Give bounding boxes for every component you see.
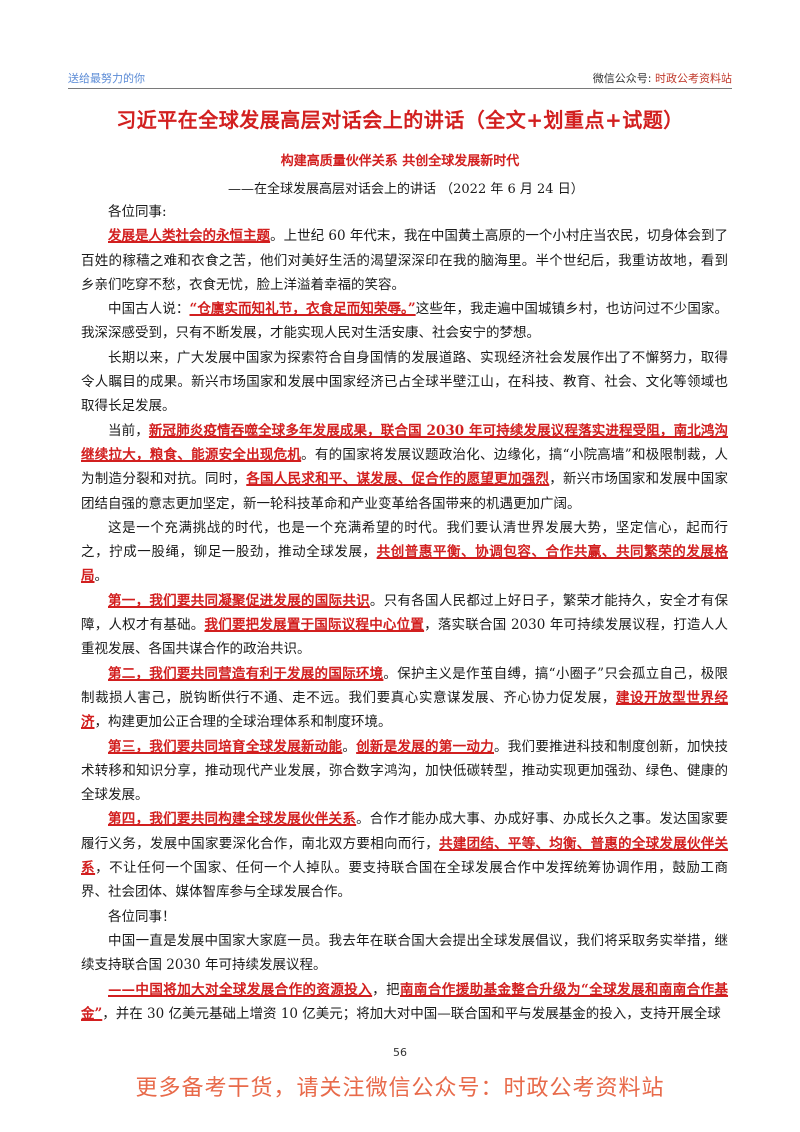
paragraph-text: ，落实联合国 2030 年可持续发展议程，打造人人重视发展、各国共谋合作的政治共… [81, 617, 728, 658]
key-point: 建设开放型世界经济 [81, 689, 729, 731]
page-number: 56 [393, 1046, 407, 1059]
page-header: 送给最努力的你 微信公众号: 时政公考资料站 [68, 70, 732, 89]
paragraph-text: 这是一个充满挑战的时代，也是一个充满希望的时代。我们要认清世界发展大势，坚定信心… [81, 519, 728, 561]
paragraph-2: 中国古人说：“仓廪实而知礼节，衣食足而知荣辱。”这些年，我走遍中国城镇乡村，也访… [81, 297, 728, 346]
paragraph-text: 中国古人说： [108, 301, 190, 318]
paragraph-text: 。保护主义是作茧自缚，搞“小圈子”只会孤立自己，极限制裁损人害己，脱钩断供行不通… [81, 665, 728, 706]
paragraph-6: 第一，我们要共同凝聚促进发展的国际共识。只有各国人民都过上好日子，繁荣才能持久，… [81, 589, 728, 662]
key-point: ——中国将加大对全球发展合作的资源投入 [108, 981, 373, 998]
speech-subtitle: ——在全球发展高层对话会上的讲话 （2022 年 6 月 24 日） [228, 182, 584, 197]
paragraph-text: ，把 [372, 981, 400, 998]
header-slogan: 送给最努力的你 [68, 72, 145, 85]
paragraph-7: 第二，我们要共同营造有利于发展的国际环境。保护主义是作茧自缚，搞“小圈子”只会孤… [81, 662, 728, 735]
paragraph-text: 。合作才能办成大事、办成好事、办成长久之事。发达国家要履行义务，发展中国家要深化… [81, 811, 729, 852]
paragraph-1: 发展是人类社会的永恒主题。上世纪 60 年代末，我在中国黄土高原的一个小村庄当农… [81, 224, 728, 297]
page-title: 习近平在全球发展高层对话会上的讲话（全文+划重点+试题） [116, 108, 684, 132]
paragraph-text: ，构建更加公正合理的全球治理体系和制度环境。 [94, 714, 392, 731]
paragraph-text: ，不让任何一个国家、任何一个人掉队。要支持联合国在全球发展合作中发挥统筹协调作用… [81, 860, 728, 901]
paragraph-9: 第四，我们要共同构建全球发展伙伴关系。合作才能办成大事、办成好事、办成长久之事。… [81, 807, 728, 904]
paragraph-text: 。 [94, 568, 109, 585]
key-point: 共建团结、平等、均衡、普惠的全球发展伙伴关系 [81, 835, 729, 877]
key-point: 发展是人类社会的永恒主题 [108, 228, 271, 245]
paragraph-5: 这是一个充满挑战的时代，也是一个充满希望的时代。我们要认清世界发展大势，坚定信心… [81, 516, 728, 589]
key-point: 创新是发展的第一动力 [356, 738, 494, 755]
key-point: 各国人民求和平、谋发展、促合作的愿望更加强烈 [246, 471, 550, 488]
paragraph-text: ，新兴市场国家和发展中国家团结自强的意志更加坚定，新一轮科技革命和产业变革给各国… [81, 471, 729, 512]
key-point: 第一，我们要共同凝聚促进发展的国际共识 [108, 592, 370, 609]
paragraph-4: 当前，新冠肺炎疫情吞噬全球多年发展成果，联合国 2030 年可持续发展议程落实进… [81, 419, 728, 516]
paragraph-10: 中国一直是发展中国家大家庭一员。我去年在联合国大会提出全球发展倡议，我们将采取务… [81, 929, 728, 978]
key-point: “仓廪实而知礼节，衣食足而知荣辱。” [189, 301, 416, 318]
paragraph-text: 。上世纪 60 年代末，我在中国黄土高原的一个小村庄当农民，切身体会到了百姓的稼… [81, 228, 728, 293]
greeting: 各位同事: [108, 204, 167, 220]
key-point: 第二，我们要共同营造有利于发展的国际环境 [108, 665, 384, 682]
key-point: 第四，我们要共同构建全球发展伙伴关系 [108, 811, 357, 828]
key-point: 新冠肺炎疫情吞噬全球多年发展成果，联合国 2030 年可持续发展议程落实进程受阻… [81, 422, 728, 463]
paragraph-text: ，并在 30 亿美元基础上增资 10 亿美元；将加大对中国—联合国和平与发展基金… [102, 1005, 721, 1022]
greeting: 各位同事！ [108, 908, 176, 925]
header-wechat-label: 微信公众号: [592, 72, 655, 85]
paragraph-text: 当前， [108, 422, 149, 439]
paragraph-text: 。只有各国人民都过上好日子，繁荣才能持久，安全才有保障，人权才有基础。 [81, 592, 729, 634]
paragraph-11: ——中国将加大对全球发展合作的资源投入，把南南合作援助基金整合升级为“全球发展和… [81, 978, 728, 1027]
header-wechat-account: 时政公考资料站 [655, 72, 732, 85]
footer-banner: 更多备考干货，请关注微信公众号：时政公考资料站 [135, 1076, 665, 1101]
paragraph-3: 长期以来，广大发展中国家为探索符合自身国情的发展道路、实现经济社会发展作出了不懈… [81, 346, 728, 419]
paragraph-text: 。 [342, 738, 357, 755]
paragraph-text: 中国一直是发展中国家大家庭一员。我去年在联合国大会提出全球发展倡议，我们将采取务… [81, 932, 728, 974]
paragraph-text: 这些年，我走遍中国城镇乡村，也访问过不少国家。我深深感受到，只有不断发展，才能实… [81, 301, 729, 342]
speech-title: 构建高质量伙伴关系 共创全球发展新时代 [280, 154, 520, 169]
speech-body: 各位同事: 发展是人类社会的永恒主题。上世纪 60 年代末，我在中国黄土高原的一… [81, 200, 728, 1026]
key-point: 我们要把发展置于国际议程中心位置 [204, 617, 425, 634]
key-point: 南南合作援助基金整合升级为“全球发展和南南合作基金” [81, 981, 729, 1022]
key-point: 第三，我们要共同培育全球发展新动能 [108, 738, 343, 755]
key-point: 共创普惠平衡、协调包容、合作共赢、共同繁荣的发展格局 [81, 544, 729, 585]
header-wechat: 微信公众号: 时政公考资料站 [593, 70, 732, 86]
paragraph-8: 第三，我们要共同培育全球发展新动能。创新是发展的第一动力。我们要推进科技和制度创… [81, 735, 728, 808]
paragraph-text: 。我们要推进科技和制度创新，加快技术转移和知识分享，推动现代产业发展，弥合数字鸿… [81, 738, 729, 804]
paragraph-text: 。有的国家将发展议题政治化、边缘化，搞“小院高墙”和极限制裁，人为制造分裂和对抗… [81, 446, 728, 488]
paragraph-text: 长期以来，广大发展中国家为探索符合自身国情的发展道路、实现经济社会发展作出了不懈… [81, 349, 728, 415]
